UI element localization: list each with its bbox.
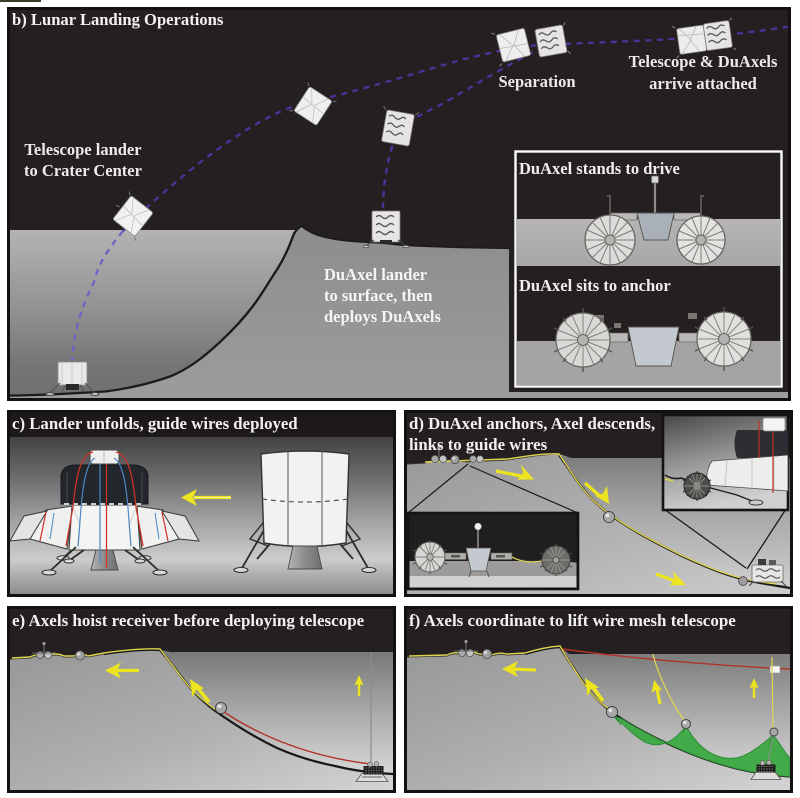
- svg-text:DuAxel lander: DuAxel lander: [324, 265, 427, 284]
- svg-text:to surface, then: to surface, then: [324, 286, 433, 305]
- svg-text:DuAxel sits to anchor: DuAxel sits to anchor: [519, 276, 671, 295]
- svg-text:DuAxel stands to drive: DuAxel stands to drive: [519, 159, 680, 178]
- svg-text:c) Lander unfolds, guide wires: c) Lander unfolds, guide wires deployed: [12, 414, 298, 433]
- svg-text:b) Lunar Landing Operations: b) Lunar Landing Operations: [12, 10, 224, 29]
- svg-text:to Crater Center: to Crater Center: [24, 161, 142, 180]
- svg-text:Telescope lander: Telescope lander: [24, 140, 141, 159]
- svg-text:Telescope & DuAxels: Telescope & DuAxels: [629, 52, 778, 71]
- svg-text:f) Axels coordinate to lift wi: f) Axels coordinate to lift wire mesh te…: [409, 611, 736, 630]
- svg-text:e) Axels hoist receiver before: e) Axels hoist receiver before deploying…: [12, 611, 365, 630]
- svg-text:arrive attached: arrive attached: [649, 74, 757, 93]
- svg-text:Separation: Separation: [498, 72, 575, 91]
- svg-text:d) DuAxel anchors, Axel descen: d) DuAxel anchors, Axel descends,: [409, 414, 655, 433]
- svg-text:deploys DuAxels: deploys DuAxels: [324, 307, 441, 326]
- svg-text:links to guide wires: links to guide wires: [409, 435, 548, 454]
